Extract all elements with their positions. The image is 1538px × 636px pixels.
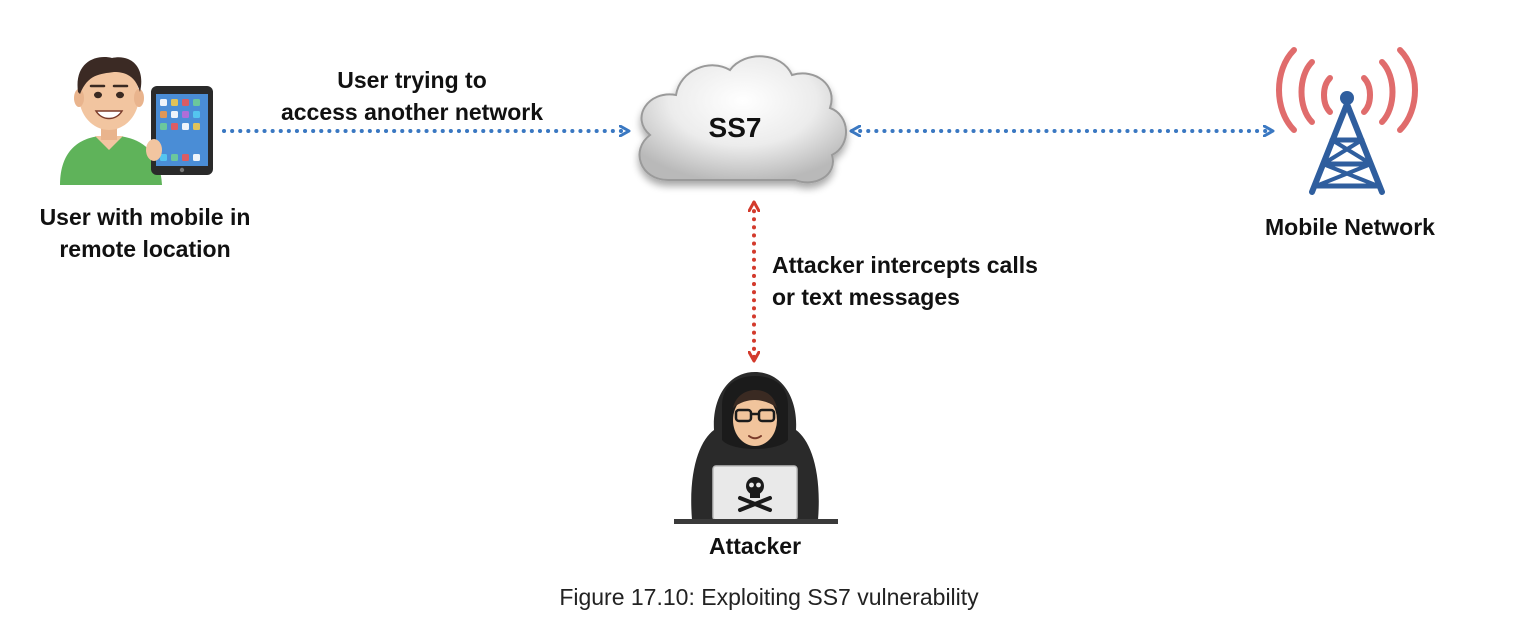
node-label-ss7: SS7: [708, 112, 762, 143]
node-label-attacker: Attacker: [708, 533, 802, 559]
edge-label-ss7-attacker: Attacker intercepts calls or text messag…: [772, 249, 1038, 313]
hooded-hacker-icon: [674, 372, 838, 524]
edge-label-user-to-ss7-line2: access another network: [280, 99, 544, 125]
edge-label-user-to-ss7-line1: User trying to: [337, 67, 487, 93]
edge-label-ss7-attacker-line1: Attacker intercepts calls: [772, 252, 1038, 278]
node-label-mobile-network: Mobile Network: [1265, 214, 1435, 240]
cloud-icon: [638, 55, 847, 184]
node-label-user-line1: User with mobile in: [39, 204, 251, 230]
user-with-tablet-icon: [60, 57, 213, 185]
edge-label-ss7-attacker-line2: or text messages: [772, 284, 960, 310]
node-label-user-line2: remote location: [59, 236, 231, 262]
node-label-user: User with mobile in remote location: [30, 201, 260, 265]
cell-tower-icon: [1276, 47, 1418, 195]
figure-caption: Figure 17.10: Exploiting SS7 vulnerabili…: [559, 584, 979, 610]
edge-label-user-to-ss7: User trying to access another network: [270, 64, 554, 128]
